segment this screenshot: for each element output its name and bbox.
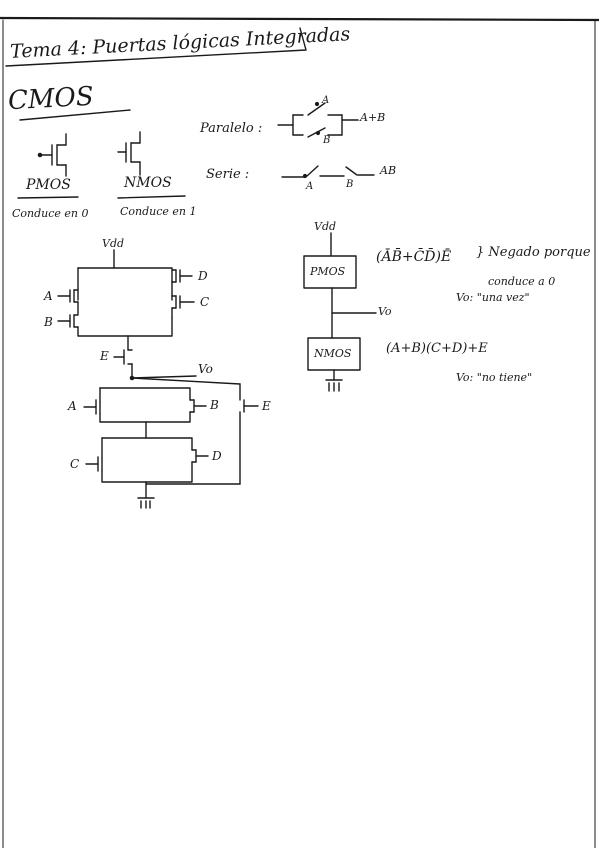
note-vo-no-tiene: Vo: "no tiene" — [456, 371, 533, 384]
scan-top-edge — [0, 16, 599, 22]
series-input-a: A — [306, 181, 314, 192]
circuit-input-e-mid: E — [100, 349, 109, 363]
parallel-label: Paralelo : — [200, 121, 263, 136]
block-nmos-label: NMOS — [314, 347, 352, 360]
circuit-input-a-bot: A — [68, 399, 77, 413]
circuit-input-a-top: A — [44, 289, 53, 303]
circuit-vo-label: Vo — [198, 362, 213, 376]
title-underline — [5, 27, 307, 67]
circuit-input-d-top: D — [198, 269, 208, 283]
note-conduce-a-0: conduce a 0 — [488, 275, 556, 288]
expression-pmos: (A+B)(C+D)+E — [386, 341, 488, 356]
pmos-symbol — [37, 133, 67, 177]
parallel-input-a: A — [322, 95, 330, 106]
block-vdd-label: Vdd — [314, 220, 337, 233]
section-heading: CMOS — [7, 81, 95, 117]
block-pmos-label: PMOS — [310, 265, 346, 278]
note-negado-porque: } Negado porque — [476, 245, 591, 260]
circuit-input-b-bot: B — [210, 398, 219, 412]
cmos-underline — [19, 109, 131, 121]
series-label: Serie : — [206, 167, 250, 182]
block-vo-label: Vo — [378, 305, 392, 318]
circuit-input-e-right: E — [262, 399, 271, 413]
circuit-input-b-top: B — [44, 315, 53, 329]
series-switch-diagram — [281, 165, 375, 179]
nmos-symbol — [117, 131, 141, 176]
parallel-input-b: B — [323, 135, 331, 146]
parallel-switch-diagram — [277, 101, 359, 138]
nmos-underline — [117, 195, 186, 199]
pmos-note: Conduce en 0 — [12, 207, 89, 220]
nmos-note: Conduce en 1 — [120, 205, 197, 218]
circuit-input-d-bot: D — [212, 449, 222, 463]
pmos-underline — [17, 196, 79, 199]
series-input-b: B — [346, 179, 354, 190]
parallel-result: A+B — [360, 111, 386, 124]
circuit-vdd-label: Vdd — [102, 237, 125, 250]
cmos-block-diagram — [303, 232, 377, 392]
expression-nmos-negated: (ĀB̄+C̄D̄)Ē — [376, 249, 452, 265]
pmos-label: PMOS — [26, 177, 71, 193]
note-vo-una-vez: Vo: "una vez" — [456, 291, 530, 304]
circuit-input-c-top: C — [200, 295, 210, 309]
cmos-gate-circuit — [57, 249, 259, 509]
circuit-input-c-bot: C — [70, 457, 80, 471]
nmos-label: NMOS — [124, 175, 172, 191]
series-result: AB — [380, 164, 397, 177]
